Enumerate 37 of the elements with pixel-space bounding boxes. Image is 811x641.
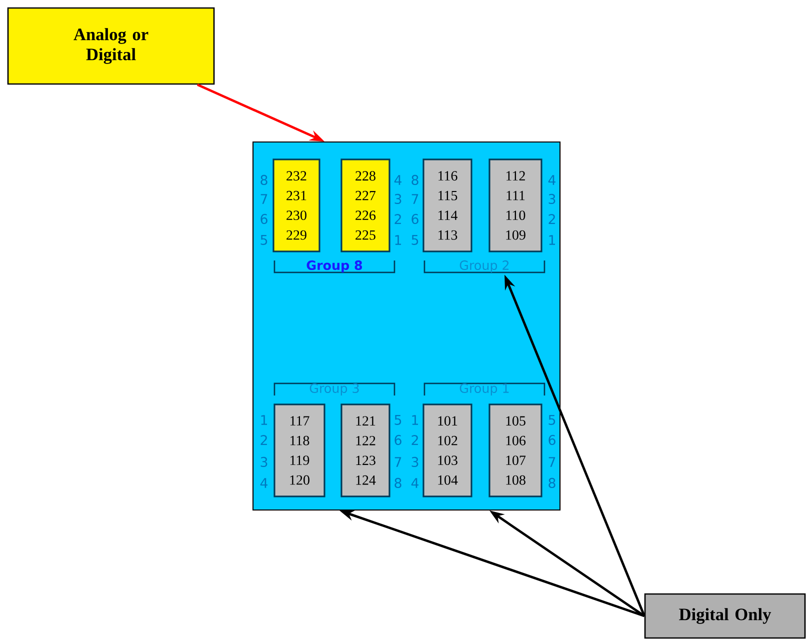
callout-box: Analog or Digital <box>7 7 215 85</box>
pin-number: 2 <box>548 214 555 224</box>
callout-box: Digital Only <box>644 593 806 639</box>
pin-number: 1 <box>412 415 418 425</box>
pin-number: 1 <box>261 415 268 425</box>
pin-number: 5 <box>260 235 268 245</box>
pin-number: 7 <box>394 457 402 467</box>
pin-number: 7 <box>412 194 418 204</box>
group-bracket: Group 8 <box>274 260 396 274</box>
group-bracket: Group 1 <box>424 382 546 396</box>
module-box: 112 111 110 109 <box>488 158 542 252</box>
group-bracket: Group 3 <box>274 382 396 396</box>
module-box: 101 102 103 104 <box>422 404 472 498</box>
pin-number: 4 <box>394 175 402 185</box>
pin-number: 5 <box>394 415 402 425</box>
pin-number: 8 <box>394 478 402 488</box>
pin-number: 1 <box>549 235 556 245</box>
group-bracket: Group 2 <box>424 260 546 274</box>
pin-number: 2 <box>394 214 401 224</box>
pin-number: 8 <box>412 174 418 186</box>
module-box: 121 122 123 124 <box>340 404 390 498</box>
pin-number: 6 <box>260 214 268 224</box>
module-box: 117 118 119 120 <box>274 404 326 498</box>
pin-number: 6 <box>394 434 402 446</box>
pin-number: 2 <box>412 435 418 445</box>
pin-number: 3 <box>394 194 402 204</box>
pin-number: 4 <box>411 478 418 488</box>
pin-number: 5 <box>412 235 418 245</box>
pin-number: 6 <box>412 214 418 224</box>
pin-number: 3 <box>412 456 418 468</box>
pin-number: 6 <box>548 434 556 446</box>
module-box: 116 115 114 113 <box>422 158 472 252</box>
pin-number: 5 <box>548 415 556 425</box>
pin-number: 1 <box>395 235 402 245</box>
module-box: 228 227 226 225 <box>340 158 390 252</box>
module-box: 105 106 107 108 <box>488 404 542 498</box>
module-box: 232 231 230 229 <box>272 158 320 252</box>
